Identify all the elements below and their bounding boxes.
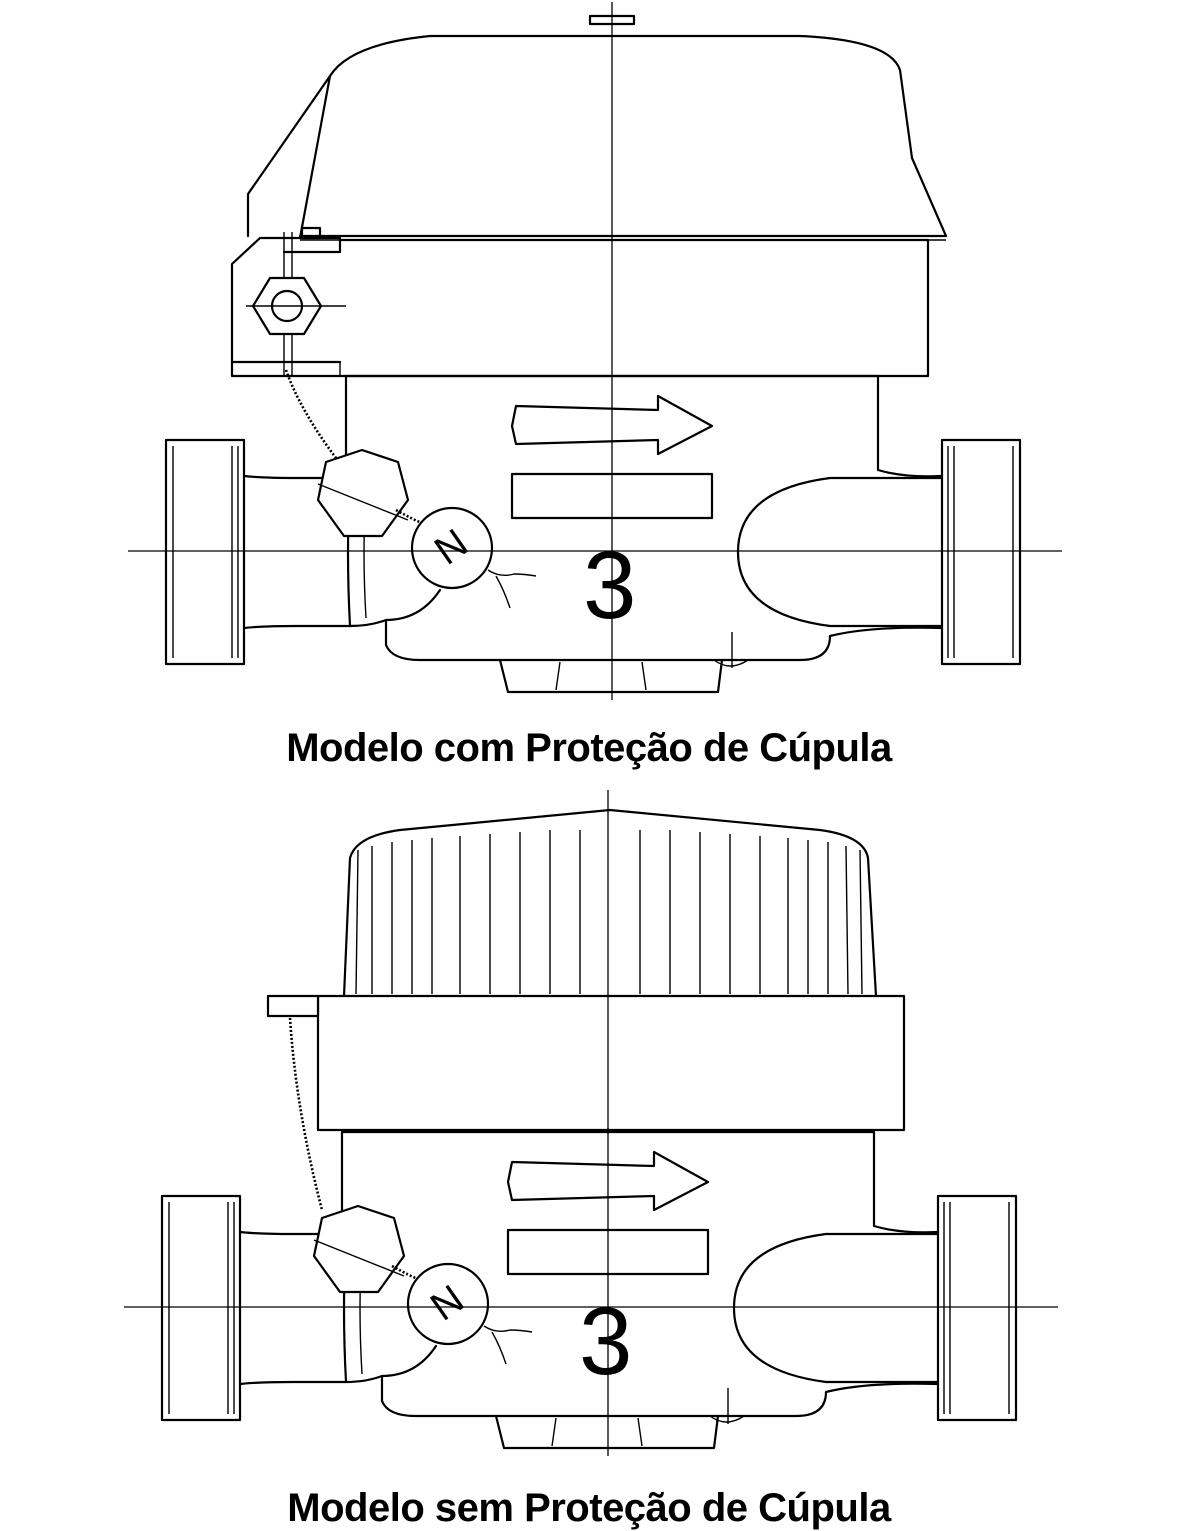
caption-without-dome-protection: Modelo sem Proteção de Cúpula <box>287 1486 891 1530</box>
meter-with-dome-protection: 3 N <box>126 2 1064 702</box>
meter-without-dome-protection: 3 N <box>122 790 1060 1458</box>
caption-with-dome-protection: Modelo com Proteção de Cúpula <box>286 726 892 770</box>
register-digit: 3 <box>579 1288 632 1395</box>
register-digit: 3 <box>583 532 636 639</box>
